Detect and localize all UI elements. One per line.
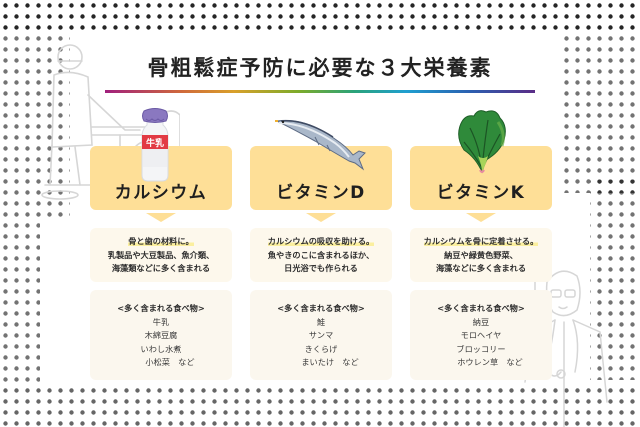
food-item: ホウレン草 など (457, 357, 523, 367)
saury-fish-icon (275, 119, 366, 171)
description-line: 海藻などに多く含まれる (435, 263, 527, 273)
description-highlight: カルシウムを骨に定着させる。 (423, 236, 539, 246)
spinach-icon (458, 110, 506, 174)
description-line: 海藻類などに多く含まれる (111, 263, 211, 273)
nutrient-description: カルシウムの吸収を助ける。 魚やきのこに含まれるほか、 日光浴でも作られる (250, 228, 392, 282)
food-item: 鮭 (316, 316, 326, 327)
pointer-triangle (146, 213, 176, 222)
pointer-triangle (306, 213, 336, 222)
food-item: 小松菜 など (145, 357, 195, 367)
food-list-heading: <多く含まれる食べ物> (437, 303, 525, 313)
food-item: 牛乳 (152, 316, 170, 327)
description-line: 乳製品や大豆製品、魚介類、 (107, 249, 215, 260)
food-item: きくらげ (304, 343, 338, 354)
svg-text:牛乳: 牛乳 (146, 137, 164, 149)
food-list-heading: <多く含まれる食べ物> (117, 303, 205, 313)
food-item: モロヘイヤ (460, 330, 502, 340)
food-list-box: <多く含まれる食べ物> 鮭 サンマ きくらげ まいたけ など (250, 290, 392, 380)
nutrient-description: 骨と歯の材料に。 乳製品や大豆製品、魚介類、 海藻類などに多く含まれる (90, 228, 232, 282)
description-highlight: 骨と歯の材料に。 (128, 236, 194, 246)
food-list-box: <多く含まれる食べ物> 納豆 モロヘイヤ ブロッコリー ホウレン草 など (410, 290, 552, 380)
title-gradient-underline (105, 90, 535, 93)
nutrient-description: カルシウムを骨に定着させる。 納豆や緑黄色野菜、 海藻などに多く含まれる (410, 228, 552, 282)
description-highlight: カルシウムの吸収を助ける。 (267, 236, 375, 246)
food-item: いわし水煮 (140, 343, 182, 354)
nutrient-label: カルシウム (114, 183, 208, 203)
food-list-box: <多く含まれる食べ物> 牛乳 木綿豆腐 いわし水煮 小松菜 など (90, 290, 232, 380)
milk-bottle-icon: 牛乳 (141, 108, 169, 182)
food-item: サンマ (308, 330, 334, 340)
description-line: 魚やきのこに含まれるほか、 (267, 249, 375, 260)
food-item: 納豆 (472, 316, 490, 327)
page-title: 骨粗鬆症予防に必要な３大栄養素 (147, 56, 493, 80)
nutrient-header-box (250, 146, 392, 210)
pointer-triangle (466, 213, 496, 222)
food-item: 木綿豆腐 (144, 330, 178, 340)
food-item: ブロッコリー (456, 343, 506, 354)
description-line: 日光浴でも作られる (284, 263, 358, 273)
food-item: まいたけ など (301, 357, 359, 367)
food-list-heading: <多く含まれる食べ物> (277, 303, 365, 313)
description-line: 納豆や緑黄色野菜、 (444, 249, 518, 260)
nutrient-label: ビタミンD (276, 183, 366, 203)
nutrient-label: ビタミンK (436, 183, 526, 203)
